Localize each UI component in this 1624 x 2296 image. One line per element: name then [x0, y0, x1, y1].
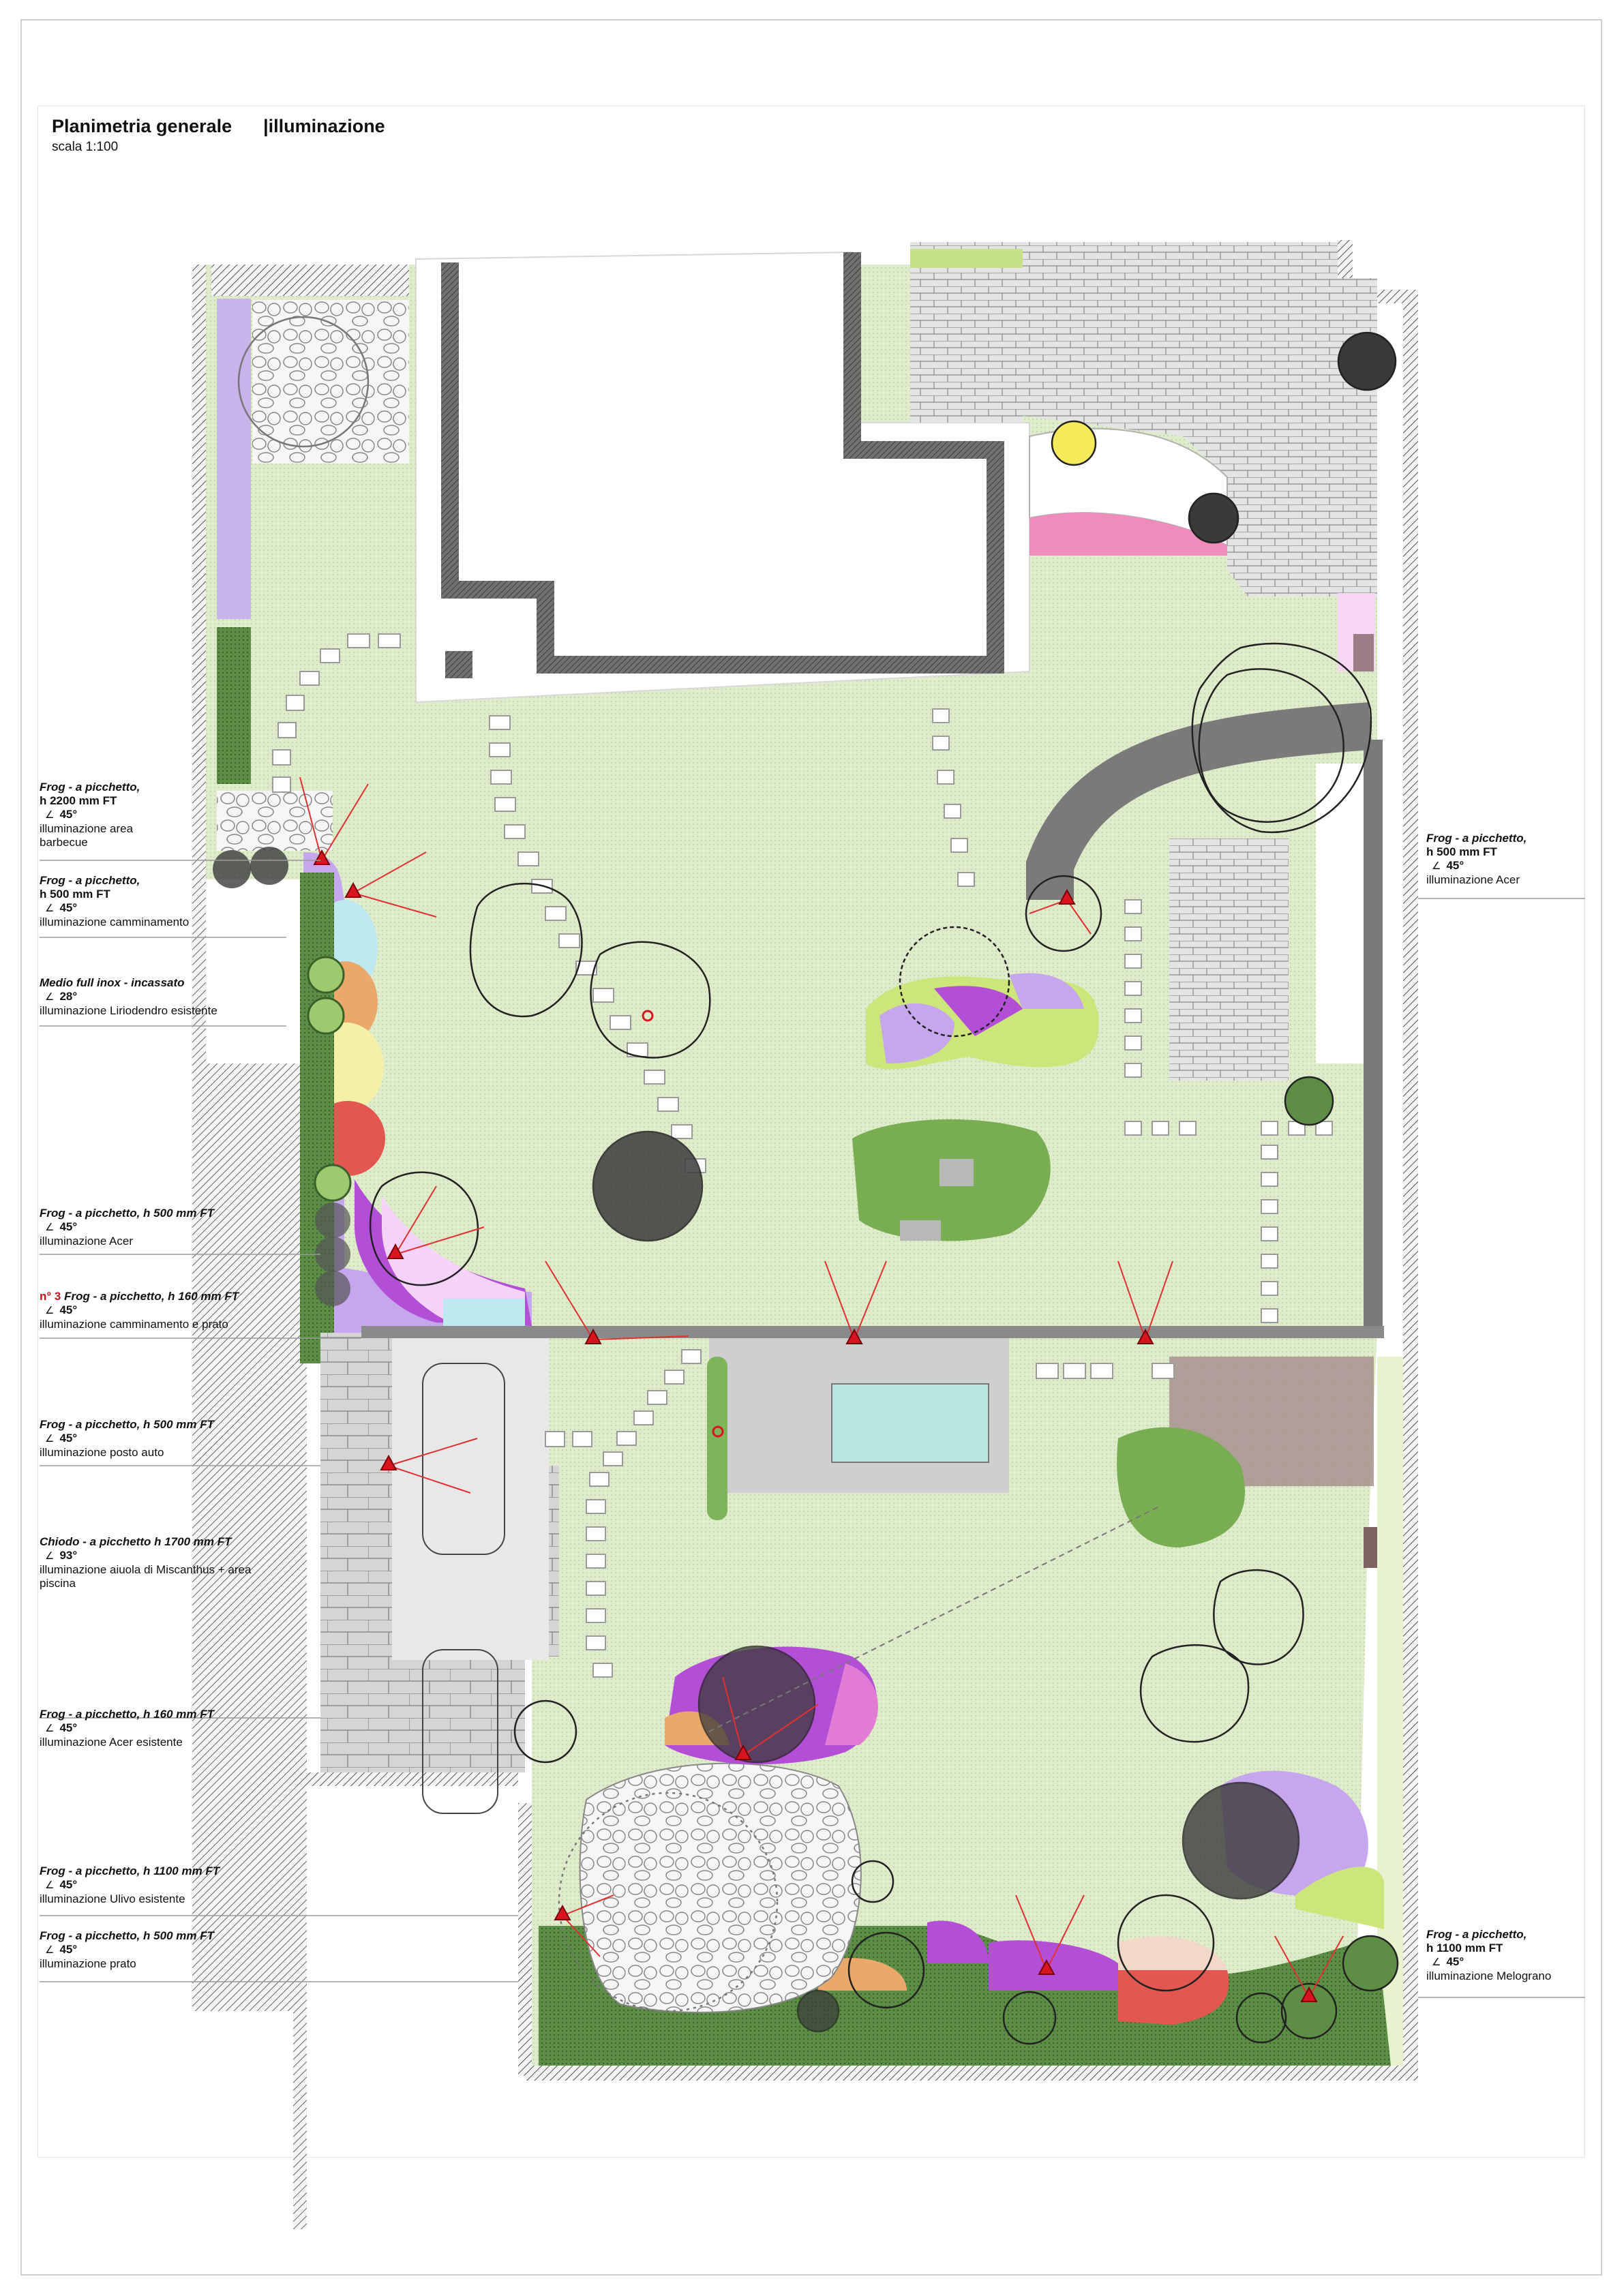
label-liriodendro-light: Medio full inox - incassato ∠ 28° illumin…	[40, 976, 299, 1018]
label-4-fixture: Frog - a picchetto, h 500 mm FT	[40, 1207, 214, 1220]
acer-bed	[866, 973, 1099, 1070]
light-beams	[299, 776, 1344, 1998]
label-3-desc: illuminazione Liriodendro esistente	[40, 1004, 217, 1017]
label-lawn-walkway-light: n° 3 Frog - a picchetto, h 160 mm FT ∠ 45…	[40, 1290, 326, 1331]
label-walkway-light: Frog - a picchetto, h 500 mm FT ∠ 45° ill…	[40, 874, 258, 929]
label-3-fixture: Medio full inox - incassato	[40, 976, 185, 989]
label-olive-light: Frog - a picchetto, h 1100 mm FT ∠ 45° il…	[40, 1864, 312, 1906]
label-6-fixture: Frog - a picchetto, h 500 mm FT	[40, 1418, 214, 1431]
label-5-angle: 45°	[59, 1303, 78, 1316]
label-r2-desc: illuminazione Melograno	[1426, 1969, 1552, 1982]
label-r2-height: h 1100 mm FT	[1426, 1942, 1503, 1954]
light-markers	[313, 849, 1318, 2002]
ne-path	[1026, 702, 1383, 1326]
label-r1-angle: 45°	[1446, 859, 1464, 872]
east-bed	[1169, 1357, 1403, 2066]
olive-gravel	[579, 1762, 862, 2013]
angle-icon: ∠	[45, 1550, 55, 1562]
pool-area	[707, 1333, 1009, 1520]
label-9-desc: illuminazione Ulivo esistente	[40, 1892, 185, 1905]
label-1-angle: 45°	[59, 808, 78, 821]
label-pool-light: Chiodo - a picchetto h 1700 mm FT ∠ 93° i…	[40, 1535, 326, 1590]
angle-icon: ∠	[1432, 1957, 1441, 1968]
label-1-desc2: barbecue	[40, 836, 88, 849]
terrace-wall	[361, 1326, 1384, 1338]
label-7-fixture: Chiodo - a picchetto h 1700 mm FT	[40, 1535, 232, 1548]
label-4-desc: illuminazione Acer	[40, 1235, 134, 1248]
label-right-acer-light: Frog - a picchetto, h 500 mm FT ∠ 45° ill…	[1426, 832, 1583, 887]
label-parking-light: Frog - a picchetto, h 500 mm FT ∠ 45° ill…	[40, 1418, 312, 1460]
sheet-border	[20, 19, 1602, 2276]
label-10-desc: illuminazione prato	[40, 1957, 136, 1970]
title-main: Planimetria generale	[52, 116, 232, 136]
label-7-desc2: piscina	[40, 1577, 76, 1590]
label-7-angle: 93°	[59, 1549, 78, 1562]
angle-icon: ∠	[45, 1433, 55, 1445]
label-right-melograno-light: Frog - a picchetto, h 1100 mm FT ∠ 45° il…	[1426, 1928, 1583, 1983]
label-2-desc: illuminazione camminamento	[40, 916, 190, 928]
trees	[237, 316, 1399, 2045]
label-3-angle: 28°	[59, 990, 78, 1003]
label-r1-desc: illuminazione Acer	[1426, 873, 1520, 886]
label-4-angle: 45°	[59, 1220, 78, 1233]
label-2-angle: 45°	[59, 901, 78, 914]
label-r2-angle: 45°	[1446, 1955, 1464, 1968]
title-section: |illuminazione	[263, 116, 385, 136]
label-r1-height: h 500 mm FT	[1426, 845, 1497, 858]
label-8-angle: 45°	[59, 1721, 78, 1734]
label-8-desc: illuminazione Acer esistente	[40, 1736, 183, 1749]
label-6-angle: 45°	[59, 1432, 78, 1445]
leader-lines	[40, 860, 1585, 1998]
label-6-desc: illuminazione posto auto	[40, 1446, 164, 1459]
label-5-count: n° 3	[40, 1290, 61, 1303]
label-acer-existing-light: Frog - a picchetto, h 160 mm FT ∠ 45° ill…	[40, 1708, 312, 1749]
angle-icon: ∠	[45, 1944, 55, 1956]
label-lawn-light: Frog - a picchetto, h 500 mm FT ∠ 45° ill…	[40, 1929, 312, 1971]
angle-icon: ∠	[45, 809, 55, 821]
stepping-stones	[272, 633, 1333, 1678]
angle-icon: ∠	[45, 1723, 55, 1734]
angle-icon: ∠	[45, 903, 55, 914]
label-2-fixture: Frog - a picchetto,	[40, 874, 140, 887]
scale-label: scala 1:100	[52, 140, 119, 154]
label-5-fixture: Frog - a picchetto, h 160 mm FT	[64, 1290, 239, 1303]
angle-icon: ∠	[45, 1305, 55, 1316]
label-7-desc: illuminazione aiuola di Miscanthus + are…	[40, 1563, 252, 1576]
label-1-desc: illuminazione area	[40, 822, 134, 835]
label-5-desc: illuminazione camminamento e prato	[40, 1318, 228, 1331]
parking	[320, 1333, 559, 1814]
house	[415, 251, 1030, 704]
drawing-title: Planimetria generale |illuminazione	[52, 116, 385, 137]
label-1-height: h 2200 mm FT	[40, 794, 117, 807]
drawing-frame	[37, 106, 1585, 2158]
label-9-angle: 45°	[59, 1878, 78, 1891]
label-1-fixture: Frog - a picchetto,	[40, 781, 140, 794]
label-9-fixture: Frog - a picchetto, h 1100 mm FT	[40, 1864, 220, 1877]
label-r1-fixture: Frog - a picchetto,	[1426, 832, 1527, 845]
label-10-angle: 45°	[59, 1943, 78, 1956]
label-r2-fixture: Frog - a picchetto,	[1426, 1928, 1527, 1941]
label-8-fixture: Frog - a picchetto, h 160 mm FT	[40, 1708, 214, 1721]
angle-icon: ∠	[1432, 860, 1441, 872]
barbecue-shrubs	[213, 847, 288, 888]
label-2-height: h 500 mm FT	[40, 888, 110, 901]
driveway	[910, 242, 1377, 671]
angle-icon: ∠	[45, 1222, 55, 1233]
label-10-fixture: Frog - a picchetto, h 500 mm FT	[40, 1929, 214, 1942]
angle-icon: ∠	[45, 991, 55, 1003]
label-barbecue-light: Frog - a picchetto, h 2200 mm FT ∠ 45° il…	[40, 781, 230, 849]
angle-icon: ∠	[45, 1879, 55, 1891]
label-acer-light: Frog - a picchetto, h 500 mm FT ∠ 45° ill…	[40, 1207, 299, 1248]
